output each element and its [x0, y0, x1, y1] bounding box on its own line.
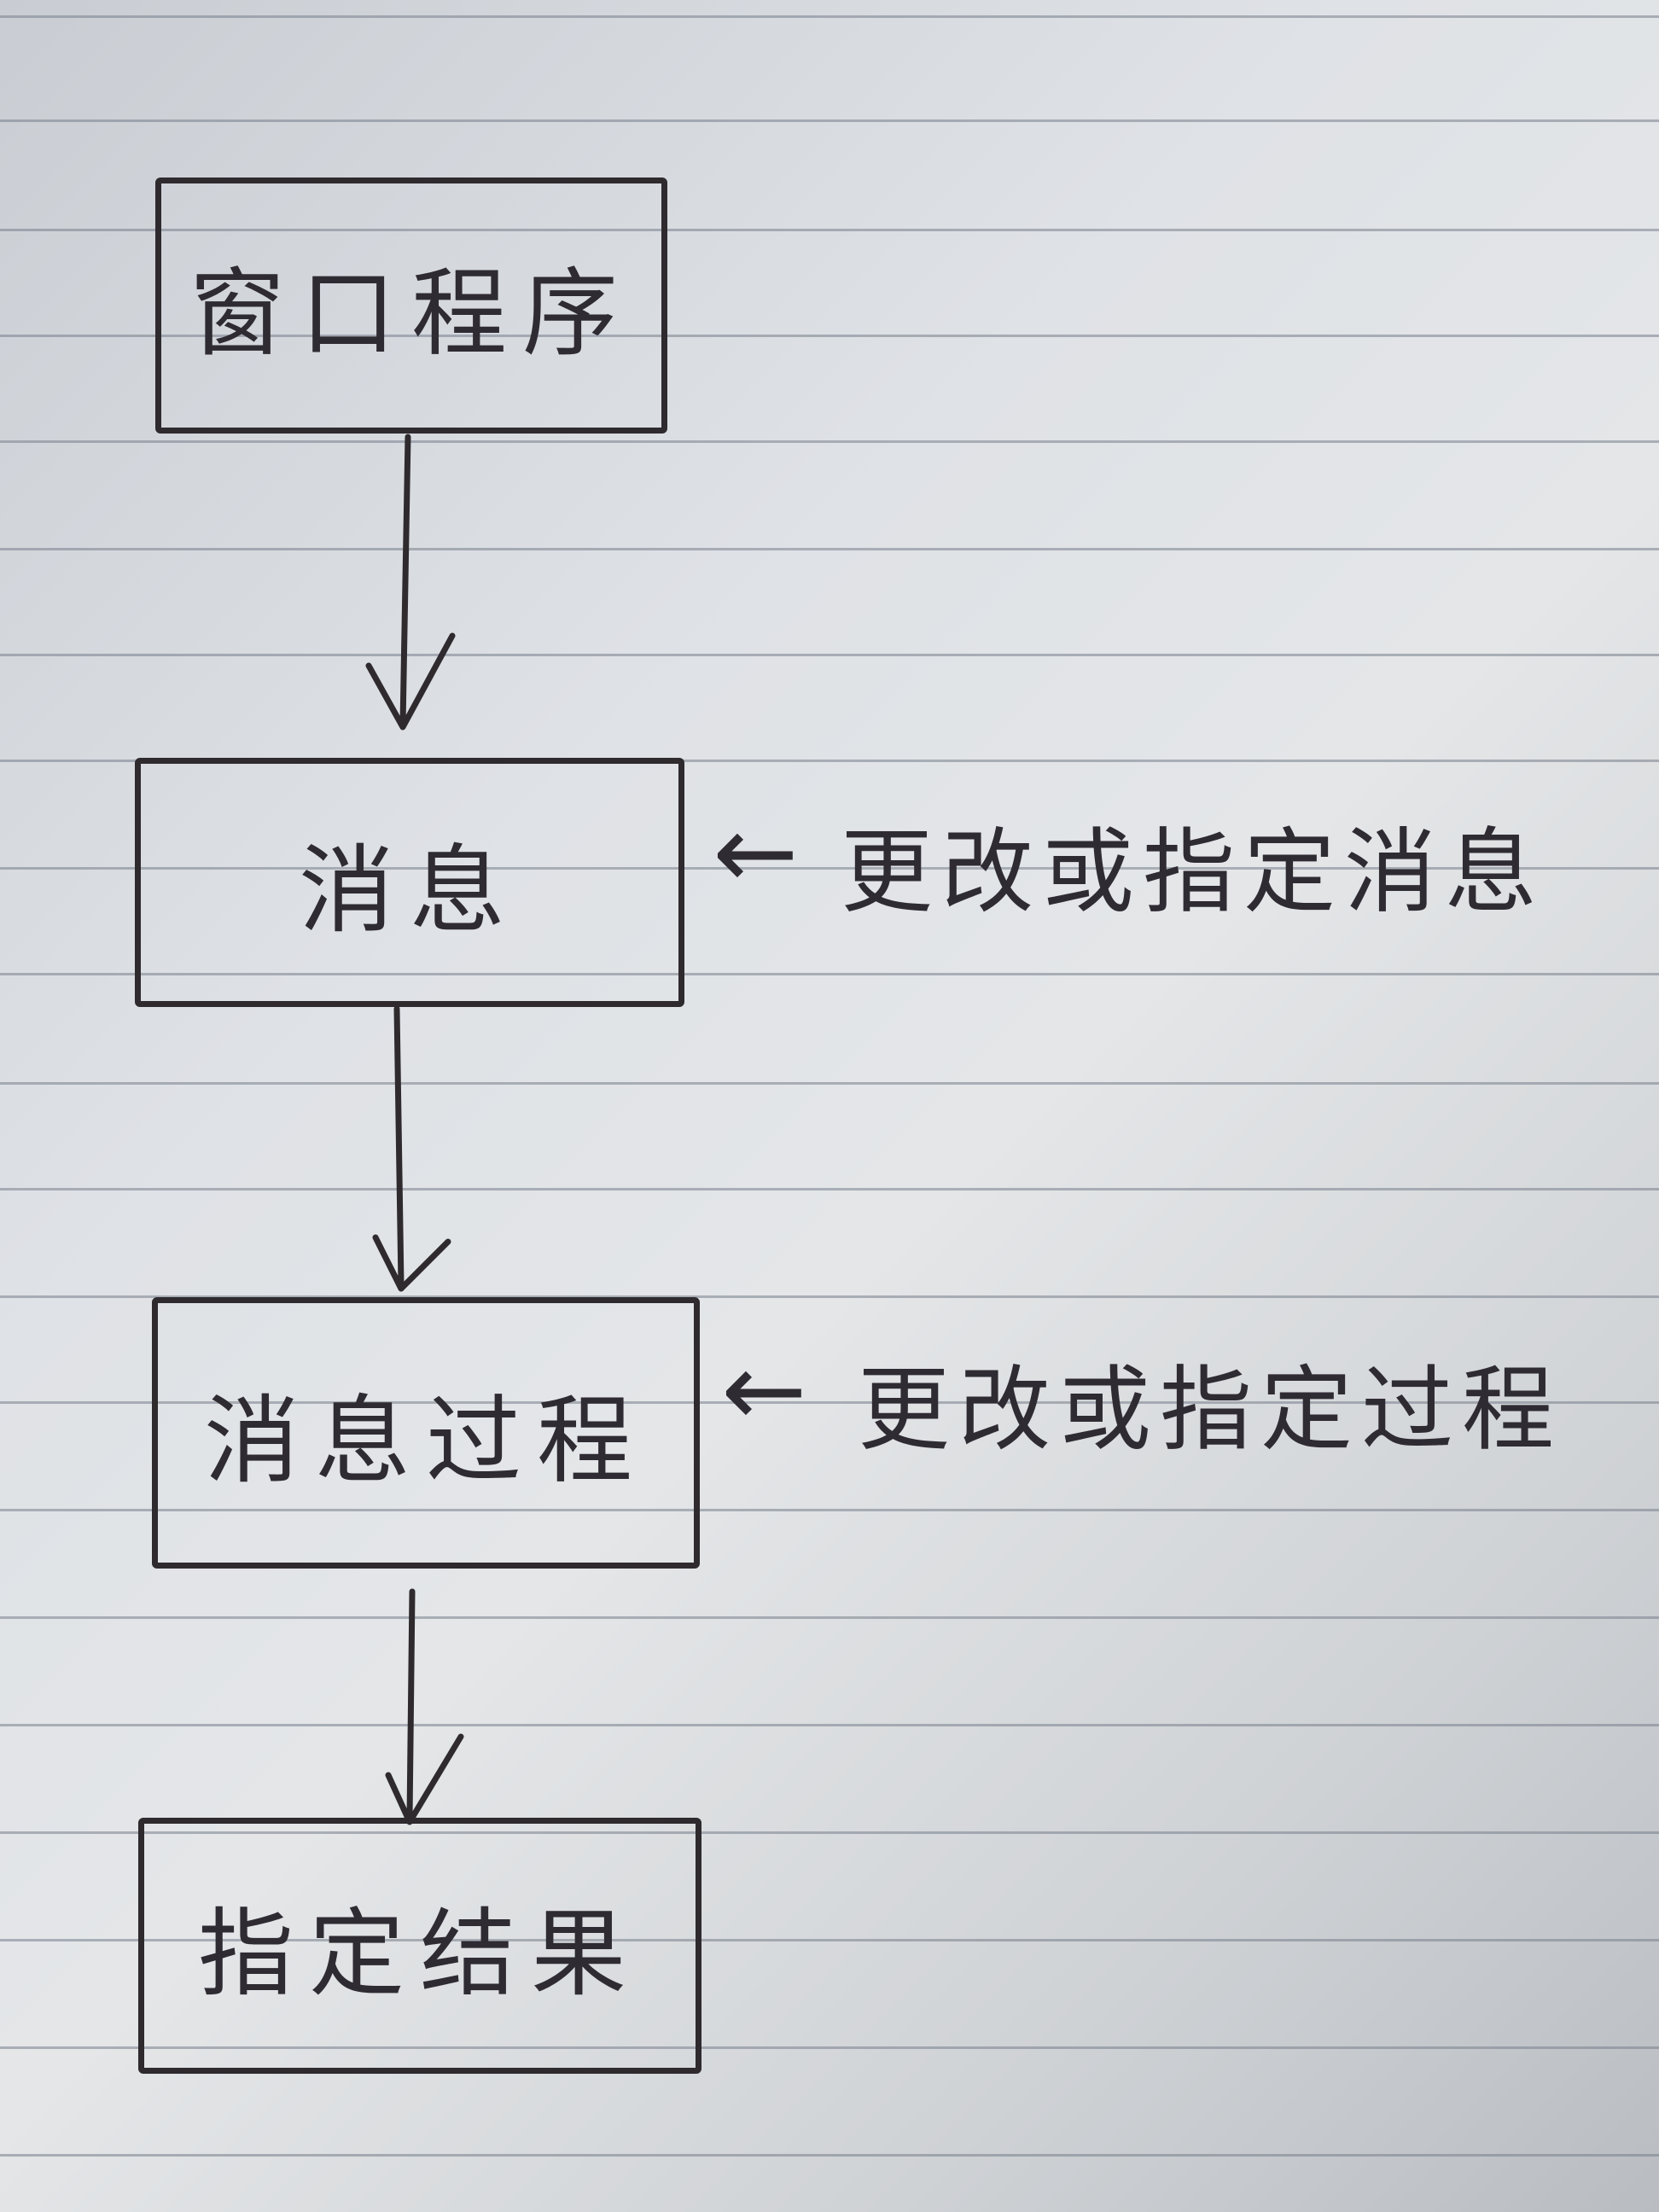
ruled-line — [0, 1188, 1659, 1190]
ruled-line — [0, 1724, 1659, 1726]
ruled-line — [0, 548, 1659, 550]
ruled-line — [0, 1831, 1659, 1834]
ruled-line — [0, 1616, 1659, 1619]
ruled-line — [0, 440, 1659, 443]
flow-arrow — [385, 1588, 464, 1825]
left-arrow-icon: ← — [721, 1331, 807, 1450]
node-label: 消息 — [299, 835, 521, 946]
node-message: 消息 — [135, 758, 684, 1007]
ruled-line — [0, 1401, 1659, 1404]
node-label: 指定结果 — [198, 1899, 642, 2010]
ruled-line — [0, 335, 1659, 337]
annotation-change-message: 更改或指定消息 — [841, 819, 1546, 926]
ruled-line — [0, 2046, 1659, 2049]
ruled-line — [0, 15, 1659, 18]
ruled-line — [0, 654, 1659, 656]
ruled-line — [0, 760, 1659, 762]
flow-arrow — [365, 434, 456, 731]
ruled-line — [0, 867, 1659, 870]
ruled-line — [0, 229, 1659, 231]
node-message-procedure: 消息过程 — [152, 1297, 700, 1569]
ruled-line — [0, 1939, 1659, 1941]
ruled-line — [0, 1295, 1659, 1298]
ruled-line — [0, 119, 1659, 122]
ruled-line — [0, 2154, 1659, 2157]
node-window-program: 窗口程序 — [155, 178, 667, 434]
node-label: 窗口程序 — [189, 259, 633, 370]
ruled-line — [0, 1082, 1659, 1085]
left-arrow-icon: ← — [713, 794, 799, 912]
flow-arrow — [372, 1005, 451, 1292]
annotation-change-procedure: 更改或指定过程 — [858, 1357, 1563, 1464]
ruled-line — [0, 1509, 1659, 1511]
ruled-line — [0, 973, 1659, 975]
node-label: 消息过程 — [204, 1386, 648, 1497]
node-execution-result: 指定结果 — [138, 1818, 701, 2074]
